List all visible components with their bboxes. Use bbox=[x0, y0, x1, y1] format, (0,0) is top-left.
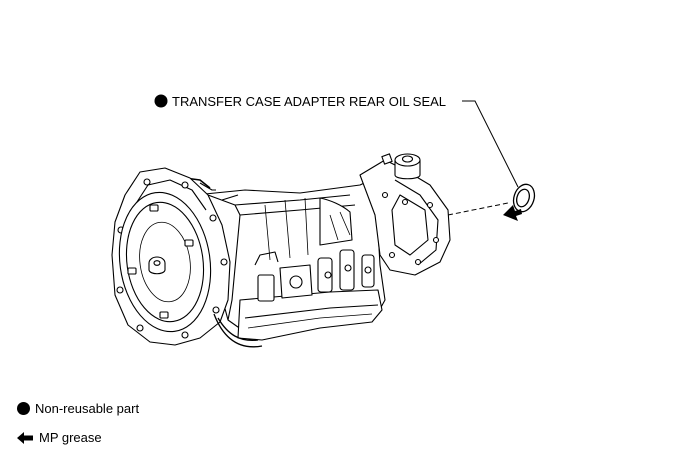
rear-oil-seal bbox=[512, 183, 536, 213]
callout-label: TRANSFER CASE ADAPTER REAR OIL SEAL bbox=[172, 94, 446, 109]
legend-label-mp-grease: MP grease bbox=[39, 430, 102, 445]
arrow-left-icon bbox=[17, 431, 33, 444]
filled-circle-icon bbox=[17, 402, 30, 415]
transmission-assembly bbox=[111, 153, 451, 348]
non-reusable-marker-icon bbox=[154, 94, 168, 108]
legend-item-mp-grease: MP grease bbox=[17, 430, 102, 445]
leader-line bbox=[462, 100, 519, 188]
legend-label-non-reusable: Non-reusable part bbox=[35, 401, 140, 416]
mp-grease-arrow-icon bbox=[503, 205, 522, 221]
legend-item-non-reusable: Non-reusable part bbox=[17, 401, 139, 416]
install-path-line bbox=[447, 202, 509, 216]
